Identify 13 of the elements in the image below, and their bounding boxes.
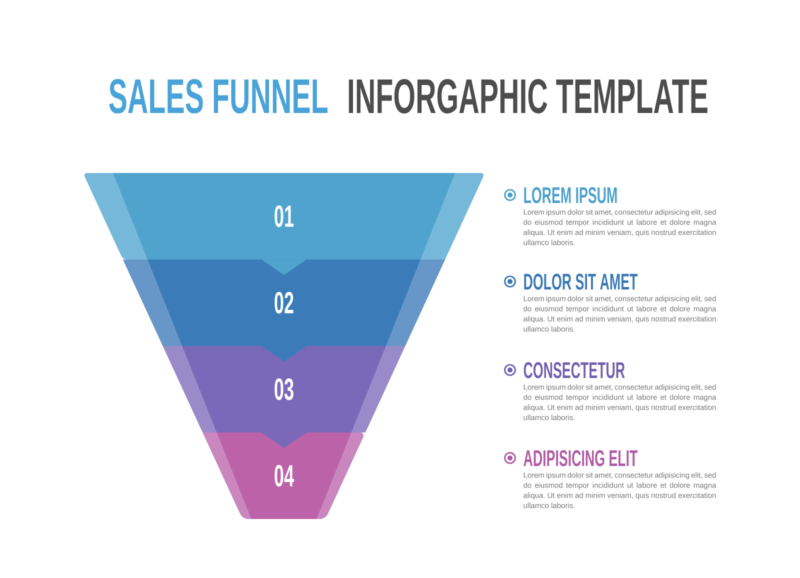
funnel-band: 02 (122, 260, 446, 346)
heading: DOLOR SIT AMET (524, 274, 638, 290)
title: SALES FUNNEL (109, 79, 328, 114)
chevron-arrow (262, 432, 306, 448)
funnel-band: 04 (202, 432, 364, 519)
heading: CONSECTETUR (524, 362, 625, 378)
chevron-arrow (262, 346, 306, 362)
heading: ADIPISICING ELIT (524, 450, 638, 466)
chevron-arrow (262, 260, 306, 275)
title: INFORGAPHIC TEMPLATE (348, 79, 708, 114)
heading: LOREM IPSUM (524, 187, 617, 204)
funnel-band: 03 (162, 346, 406, 432)
funnel-band: 01 (84, 173, 484, 260)
